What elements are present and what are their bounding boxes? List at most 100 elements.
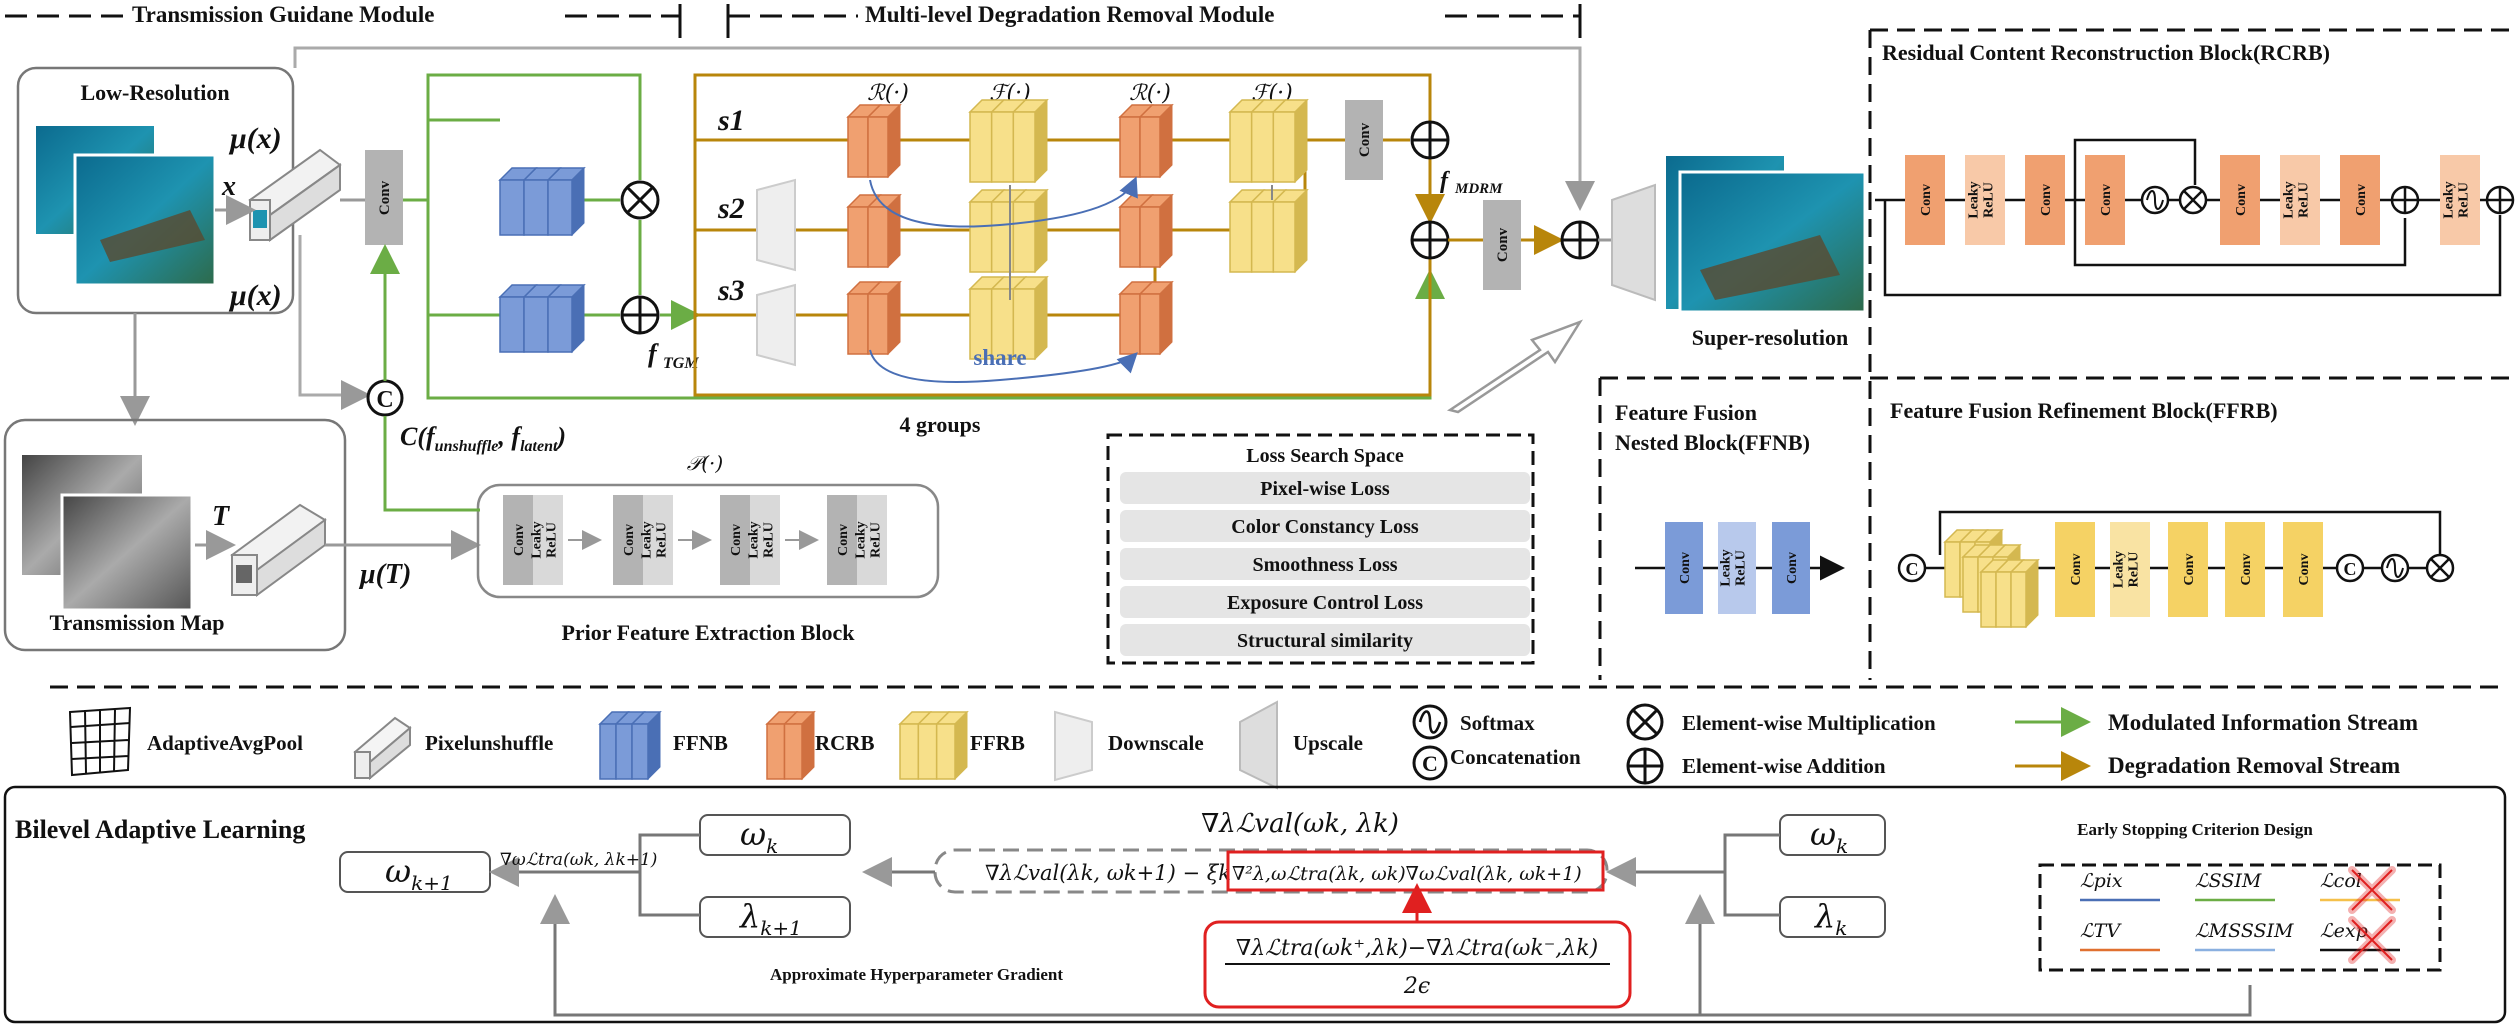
svg-text:FFRB: FFRB	[970, 731, 1025, 755]
svg-text:Concatenation: Concatenation	[1450, 745, 1581, 769]
svg-text:C: C	[2344, 559, 2357, 579]
concat-node: C	[366, 379, 404, 417]
svg-text:Conv: Conv	[2297, 554, 2312, 586]
svg-text:Downscale: Downscale	[1108, 731, 1204, 755]
svg-text:∇λℒtra(ωk⁺,λk)−∇λℒtra(ωk⁻,λk): ∇λℒtra(ωk⁺,λk)−∇λℒtra(ωk⁻,λk)	[1236, 936, 1598, 961]
adaptiveavgpool-icon	[68, 706, 132, 777]
svg-text:ReLU: ReLU	[869, 522, 884, 558]
svg-text:Super-resolution: Super-resolution	[1692, 325, 1848, 350]
loss-item: Structural similarity	[1237, 630, 1413, 652]
svg-text:Leaky: Leaky	[854, 521, 869, 558]
svg-text:Approximate Hyperparameter Gra: Approximate Hyperparameter Gradient	[770, 965, 1063, 984]
ffnb-detail: Feature Fusion Nested Block(FFNB) Conv Le…	[1615, 400, 1845, 614]
svg-text:Leaky: Leaky	[2282, 181, 2297, 218]
svg-text:Conv: Conv	[622, 524, 637, 556]
svg-text:ReLU: ReLU	[762, 522, 777, 558]
svg-text:Conv: Conv	[1495, 227, 1511, 262]
mdrm-conv-top: Conv	[1345, 100, 1383, 180]
svg-text:C: C	[1906, 559, 1919, 579]
downscale-s2	[756, 178, 796, 272]
mdrm-add-bottom	[1410, 220, 1450, 260]
rcrb-diagram: Residual Content Reconstruction Block(RC…	[1875, 40, 2515, 297]
svg-text:∇ωℒtra(ωk, λk+1): ∇ωℒtra(ωk, λk+1)	[500, 850, 657, 870]
tgm-header: Transmission Guidane Module	[5, 2, 682, 38]
svg-text:MDRM: MDRM	[1454, 181, 1503, 197]
svg-text:Multi-level Degradation Remova: Multi-level Degradation Removal Module	[865, 2, 1274, 27]
svg-text:Loss Search Space: Loss Search Space	[1246, 445, 1404, 467]
svg-text:Softmax: Softmax	[1460, 711, 1535, 735]
svg-text:Prior Feature Extraction Block: Prior Feature Extraction Block	[561, 620, 855, 645]
escd-loss: ℒpix	[2080, 870, 2123, 892]
bilevel-panel: Bilevel Adaptive Learning ωk+1 ωk λk+1 ∇…	[3, 785, 2507, 1024]
svg-text:Feature Fusion: Feature Fusion	[1615, 400, 1757, 425]
svg-text:2ϵ: 2ϵ	[1403, 974, 1430, 999]
svg-text:Conv: Conv	[377, 180, 393, 215]
ffrb-detail: Feature Fusion Refinement Block(FFRB) C C…	[1890, 398, 2455, 629]
svg-text:Feature Fusion Refinement Bloc: Feature Fusion Refinement Block(FFRB)	[1890, 398, 2278, 423]
svg-text:μ(T): μ(T)	[358, 559, 411, 590]
ffrb-legend-icon	[898, 710, 969, 781]
lambda-k-right: λk	[1813, 897, 1847, 940]
tgm-multiply	[620, 180, 660, 220]
svg-text:Conv: Conv	[1785, 552, 1800, 584]
svg-text:ReLU: ReLU	[1982, 182, 1997, 218]
escd-loss: ℒTV	[2080, 920, 2122, 942]
transmission-map-panel: Transmission Map T	[3, 418, 347, 652]
pixelunshuffle-prism	[248, 148, 342, 242]
svg-text:Leaky: Leaky	[2442, 181, 2457, 218]
svg-text:Conv: Conv	[836, 524, 851, 556]
svg-text:Bilevel Adaptive Learning: Bilevel Adaptive Learning	[15, 815, 305, 844]
svg-text:ReLU: ReLU	[545, 522, 560, 558]
final-conv: Conv	[1483, 200, 1521, 290]
svg-text:Conv: Conv	[2099, 184, 2114, 216]
svg-text:Conv: Conv	[1357, 122, 1373, 157]
svg-text:AdaptiveAvgPool: AdaptiveAvgPool	[147, 731, 303, 755]
low-resolution-panel: Low-Resolution μ(x) x μ(x)	[16, 66, 295, 315]
svg-text:Modulated Information Stream: Modulated Information Stream	[2108, 710, 2418, 735]
svg-text:Element-wise Multiplication: Element-wise Multiplication	[1682, 711, 1936, 735]
svg-text:Leaky: Leaky	[1719, 549, 1734, 586]
svg-text:Leaky: Leaky	[1967, 181, 1982, 218]
svg-text:Conv: Conv	[1919, 184, 1934, 216]
svg-text:f: f	[648, 339, 659, 368]
svg-text:Transmission Guidane Module: Transmission Guidane Module	[132, 2, 434, 27]
svg-text:ReLU: ReLU	[655, 522, 670, 558]
svg-text:TGM: TGM	[663, 355, 699, 372]
multiply-icon	[1626, 703, 1664, 741]
svg-text:T: T	[212, 501, 231, 532]
svg-text:s2: s2	[717, 192, 745, 225]
svg-text:Conv: Conv	[512, 524, 527, 556]
loss-item: Color Constancy Loss	[1231, 516, 1419, 538]
svg-text:Conv: Conv	[2039, 184, 2054, 216]
final-add	[1560, 220, 1600, 260]
svg-text:∇λℒval(λk, ωk+1) − ξk: ∇λℒval(λk, ωk+1) − ξk	[985, 861, 1231, 885]
escd-loss: ℒcol	[2320, 870, 2362, 892]
lambda-k1: λk+1	[738, 897, 802, 940]
svg-text:Leaky: Leaky	[747, 521, 762, 558]
svg-text:Conv: Conv	[2069, 554, 2084, 586]
svg-text:Leaky: Leaky	[2112, 551, 2127, 588]
pixelunshuffle-icon	[353, 716, 412, 781]
svg-text:Early Stopping Criterion Desig: Early Stopping Criterion Design	[2077, 820, 2313, 839]
add-icon	[1626, 747, 1664, 785]
svg-text:Leaky: Leaky	[640, 521, 655, 558]
svg-text:x: x	[221, 171, 236, 202]
svg-text:C: C	[1422, 751, 1438, 776]
escd-loss: ℒMSSSIM	[2195, 920, 2294, 942]
svg-text:Nested Block(FFNB): Nested Block(FFNB)	[1615, 430, 1810, 455]
loss-item: Smoothness Loss	[1252, 554, 1397, 576]
svg-text:ReLU: ReLU	[1734, 550, 1749, 586]
svg-text:ℛ(·): ℛ(·)	[867, 81, 909, 106]
loss-item: Pixel-wise Loss	[1260, 478, 1390, 500]
svg-text:4 groups: 4 groups	[900, 412, 981, 437]
svg-text:s1: s1	[717, 104, 745, 137]
svg-text:Residual Content Reconstructio: Residual Content Reconstruction Block(RC…	[1882, 40, 2330, 65]
svg-text:Element-wise Addition: Element-wise Addition	[1682, 754, 1886, 778]
svg-text:C: C	[376, 387, 393, 413]
svg-text:RCRB: RCRB	[815, 731, 875, 755]
loss-item: Exposure Control Loss	[1227, 592, 1423, 614]
rcrb-legend-icon	[765, 710, 816, 781]
svg-text:Conv: Conv	[2234, 184, 2249, 216]
